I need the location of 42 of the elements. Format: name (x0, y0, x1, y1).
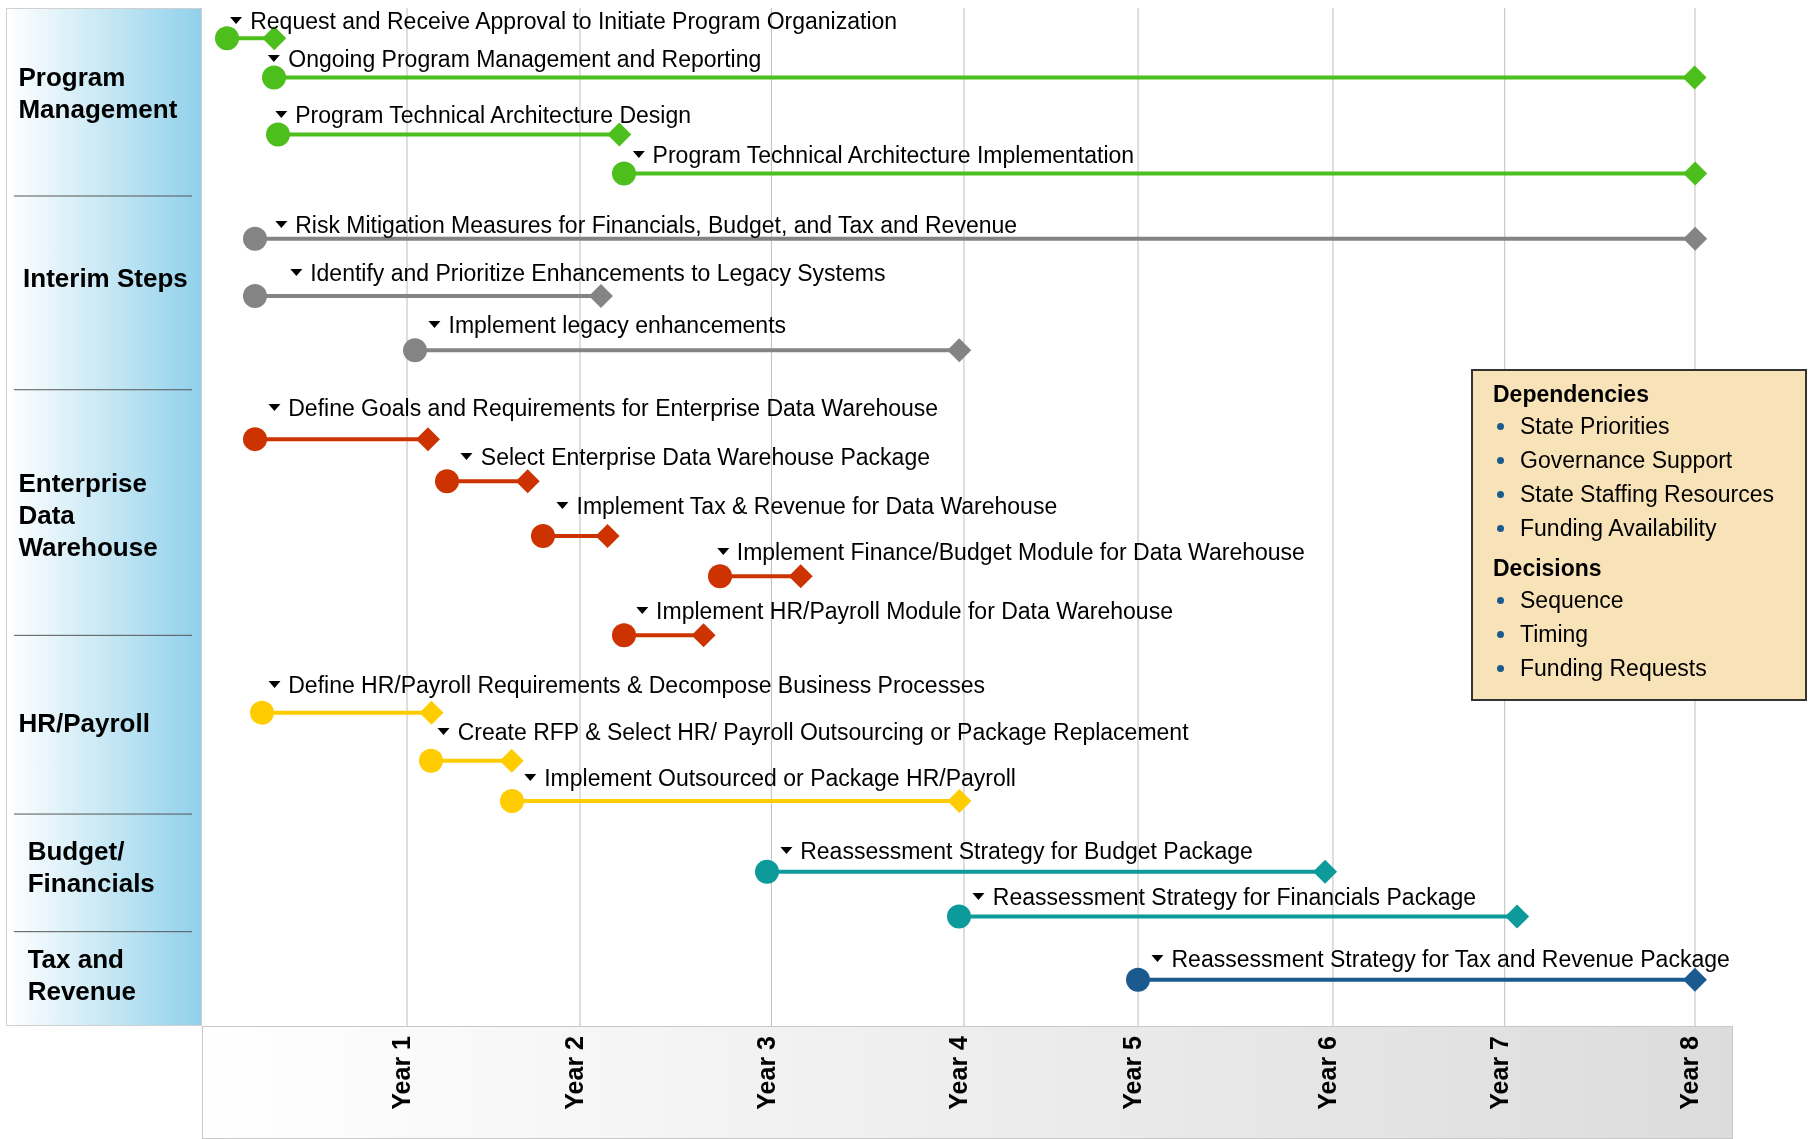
task-label: Select Enterprise Data Warehouse Package (480, 443, 930, 470)
notes-item: State Priorities (1520, 412, 1670, 441)
task-label: Define Goals and Requirements for Enterprise Data Warehouse (288, 395, 939, 422)
task-label: Risk Mitigation Measures for Financials, Budget, and Tax and Revenue (295, 211, 1018, 238)
notes-heading: Dependencies (1493, 380, 1650, 409)
notes-item: Funding Requests (1520, 654, 1707, 683)
category-label: HR/Payroll (18, 706, 199, 739)
year-label: Year 6 (1313, 1036, 1342, 1110)
task-label: Implement legacy enhancements (448, 312, 787, 339)
notes-item: State Staffing Resources (1520, 480, 1774, 509)
task-label: Program Technical Architecture Implementation (652, 141, 1135, 168)
task-label: Reassessment Strategy for Budget Package (800, 837, 1253, 864)
category-label: Budget/ Financials (27, 835, 208, 900)
task-label: Reassessment Strategy for Tax and Revenue Package (1171, 946, 1730, 973)
year-label: Year 3 (751, 1036, 780, 1110)
task-label: Request and Receive Approval to Initiate Program Organization (250, 7, 898, 34)
year-label: Year 7 (1484, 1036, 1513, 1110)
year-label: Year 4 (944, 1036, 973, 1110)
notes-item: Sequence (1520, 586, 1624, 615)
year-label: Year 2 (560, 1036, 589, 1110)
year-label: Year 1 (387, 1036, 416, 1110)
task-label: Implement Outsourced or Package HR/Payroll (544, 765, 1016, 792)
notes-item: Governance Support (1520, 446, 1733, 475)
task-label: Implement Finance/Budget Module for Data Warehouse (736, 539, 1305, 566)
notes-item: Funding Availability (1520, 514, 1717, 543)
task-label: Reassessment Strategy for Financials Package (992, 884, 1476, 911)
category-label: Program Management (18, 61, 199, 126)
category-label: Interim Steps (23, 261, 204, 294)
task-label: Implement HR/Payroll Module for Data Warehouse (656, 598, 1173, 625)
task-label: Create RFP & Select HR/ Payroll Outsourcing or Package Replacement (457, 719, 1189, 746)
category-label: Tax and Revenue (27, 943, 208, 1008)
category-label: Enterprise Data Warehouse (18, 467, 199, 564)
notes-box (1471, 369, 1807, 701)
notes-heading: Decisions (1493, 554, 1603, 583)
task-label: Define HR/Payroll Requirements & Decompose Business Processes (288, 671, 985, 698)
task-label: Identify and Prioritize Enhancements to Legacy Systems (310, 260, 886, 287)
year-label: Year 5 (1118, 1036, 1147, 1110)
task-label: Program Technical Architecture Design (295, 102, 692, 129)
task-label: Implement Tax & Revenue for Data Warehouse (576, 493, 1058, 520)
year-label: Year 8 (1675, 1036, 1704, 1110)
notes-item: Timing (1520, 620, 1589, 649)
task-label: Ongoing Program Management and Reporting (288, 45, 762, 72)
